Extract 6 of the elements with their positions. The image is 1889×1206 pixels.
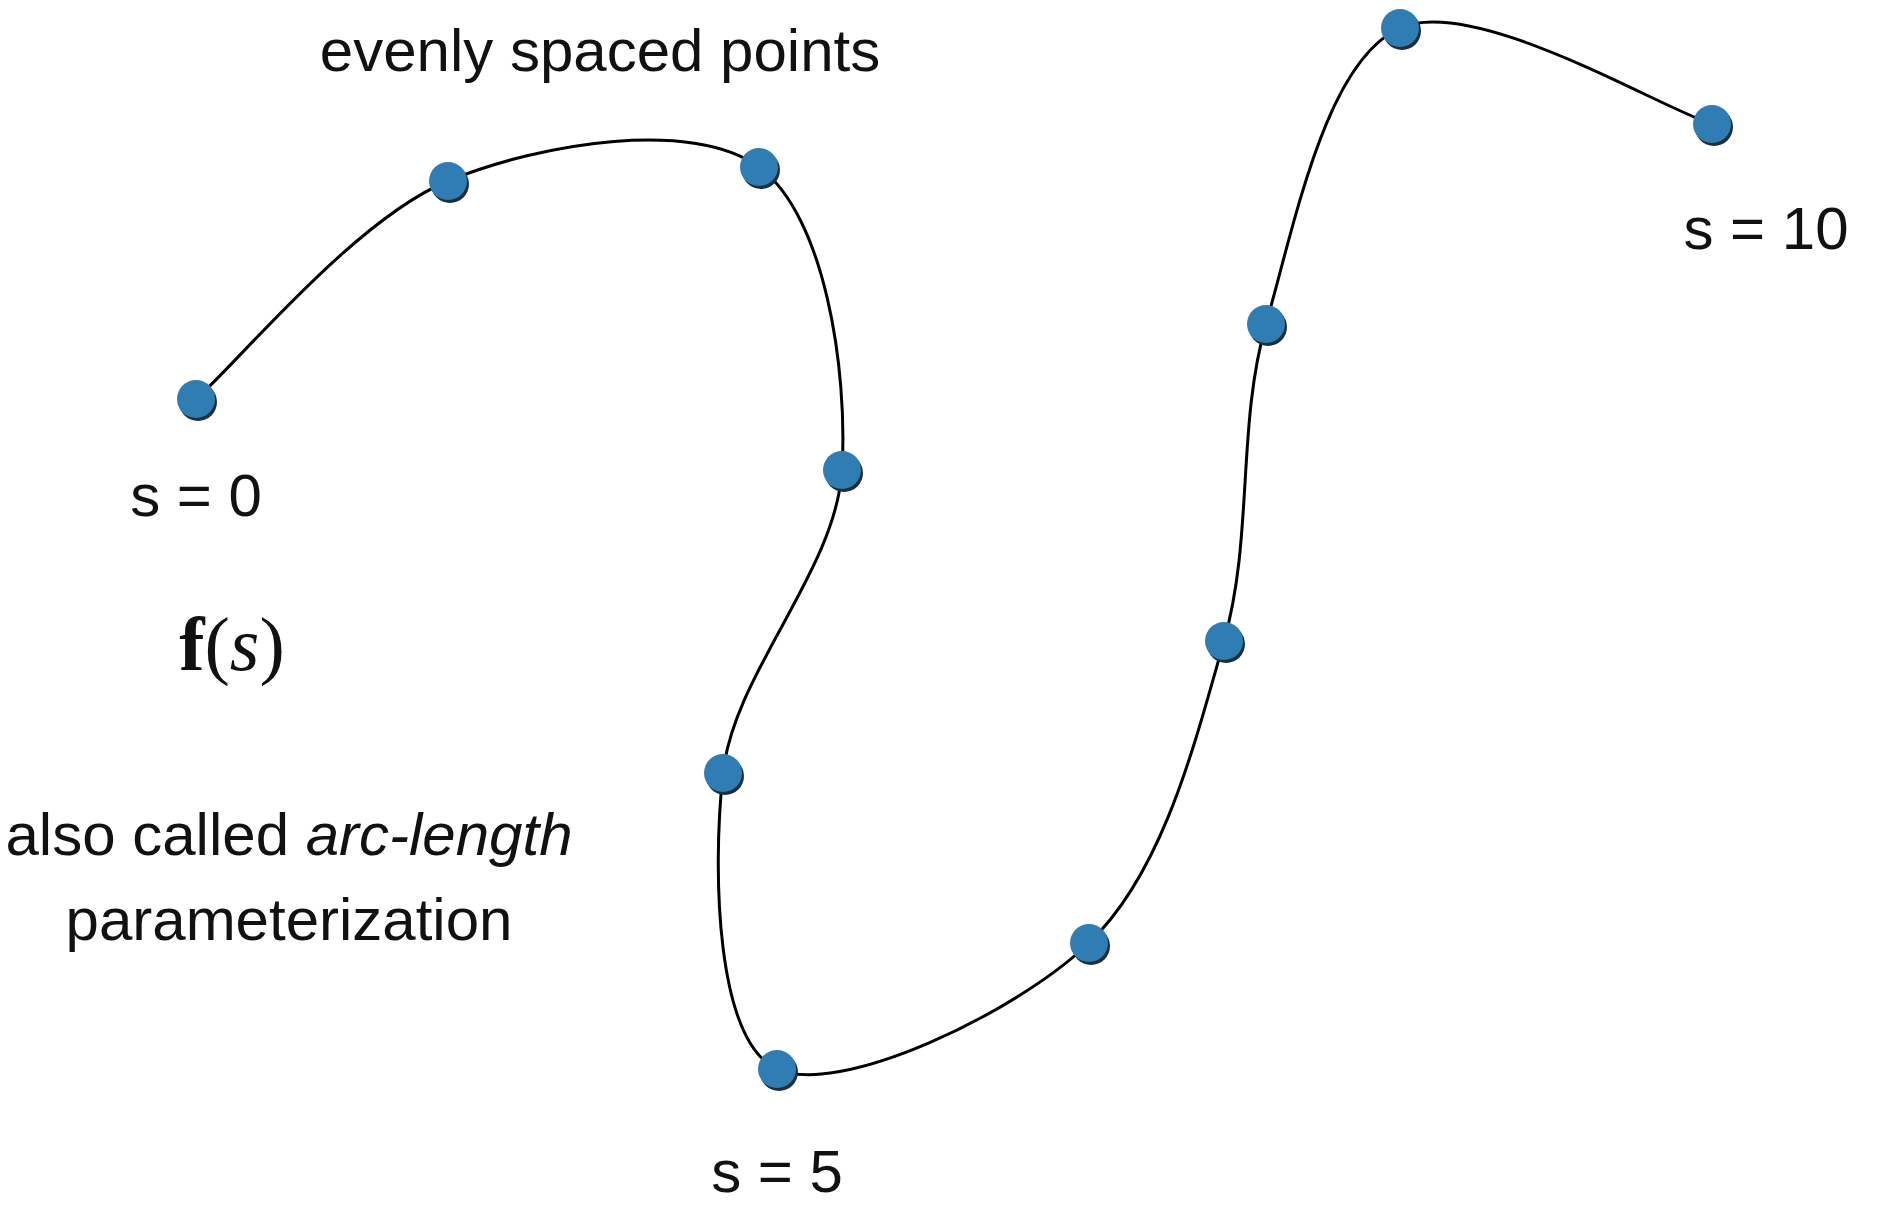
text-label: s = 5 [711, 1137, 843, 1206]
text-label: evenly spaced points [319, 16, 881, 87]
text-label: s = 10 [1683, 194, 1849, 265]
math-formula: f(s) [179, 601, 285, 689]
text-label: s = 0 [130, 461, 262, 532]
text-label: also called arc-length parameterization [4, 799, 574, 955]
